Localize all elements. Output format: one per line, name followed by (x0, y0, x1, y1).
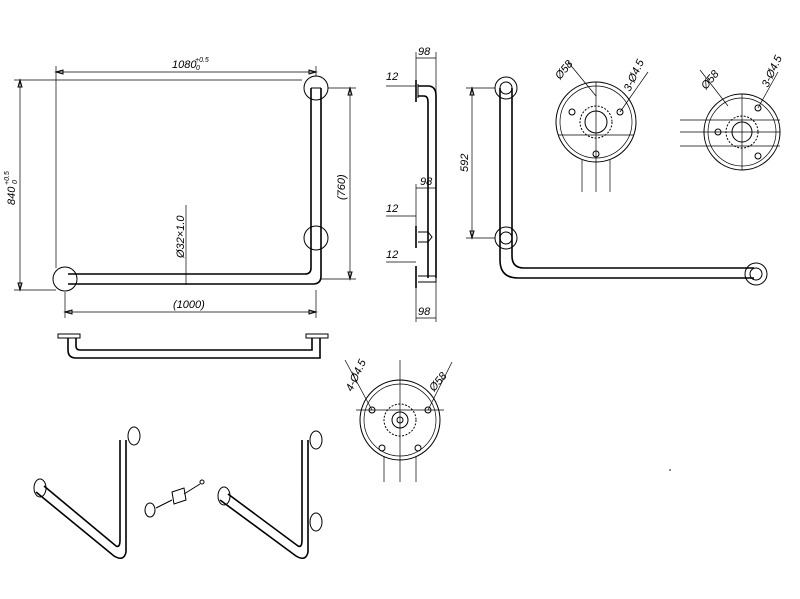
dim-ref-760: (760) (336, 174, 348, 200)
right-flange-middle (494, 226, 518, 250)
right-flange-top (494, 76, 518, 100)
dim-side-flange-bottom-12: 12 (386, 249, 398, 261)
isometric-view-left (33, 426, 205, 560)
dim-side-mid-98: 98 (420, 176, 433, 188)
tube-spec-label: Ø32×1.0 (175, 215, 187, 259)
flange-c-holes: 4-Ø4.5 (344, 357, 369, 393)
right-flange-end (744, 262, 768, 286)
dim-width-tol-upper: +0.5 (195, 57, 209, 64)
front-bar-outer (68, 88, 322, 285)
dim-height-tol-upper: +0.5 (4, 171, 11, 185)
iso-left-flange-b (127, 426, 141, 446)
flange-b-holes: 3-Ø4.5 (760, 53, 785, 89)
top-view (57, 333, 329, 359)
flange-detail-b: Ø58 3-Ø4.5 (680, 53, 785, 171)
dim-ref-1000: (1000) (173, 299, 205, 311)
iso-right-flange-c (309, 512, 323, 532)
dim-side-flange-mid-12: 12 (386, 203, 398, 215)
dim-side-flange-top-12: 12 (386, 71, 398, 83)
top-view-flange-right (305, 333, 329, 339)
front-bar-inner (68, 88, 312, 275)
front-flange-left (52, 266, 78, 292)
side-view: 98 12 98 12 12 98 (386, 46, 437, 322)
dim-width-1080: 1080 (172, 59, 197, 71)
iso-right-flange-a (217, 486, 231, 506)
front-view: 1080 +0.5 0 840 +0.5 0 (760) (1000) (4, 57, 356, 318)
iso-left-flange-c (144, 502, 156, 518)
front-flange-middle (303, 225, 329, 251)
dim-side-bottom-98: 98 (418, 306, 431, 318)
dim-height-tol-lower: 0 (12, 180, 19, 184)
flange-a-holes: 3-Ø4.5 (622, 57, 647, 93)
iso-right-flange-b (309, 430, 323, 450)
flange-detail-a: Ø58 3-Ø4.5 (552, 57, 649, 192)
flange-a-diameter: Ø58 (552, 58, 576, 83)
flange-b-diameter: Ø58 (698, 68, 722, 93)
isometric-view-right (217, 430, 323, 560)
dim-width-tol-lower: 0 (196, 65, 200, 72)
flange-detail-c: 4-Ø4.5 Ø58 (344, 357, 453, 482)
iso-left-flange-a (33, 478, 47, 498)
right-view: 592 (459, 76, 768, 286)
dim-height-840: 840 (6, 186, 18, 205)
dim-right-592: 592 (459, 154, 471, 172)
top-view-flange-left (57, 333, 81, 339)
dim-side-top-98: 98 (418, 46, 431, 58)
